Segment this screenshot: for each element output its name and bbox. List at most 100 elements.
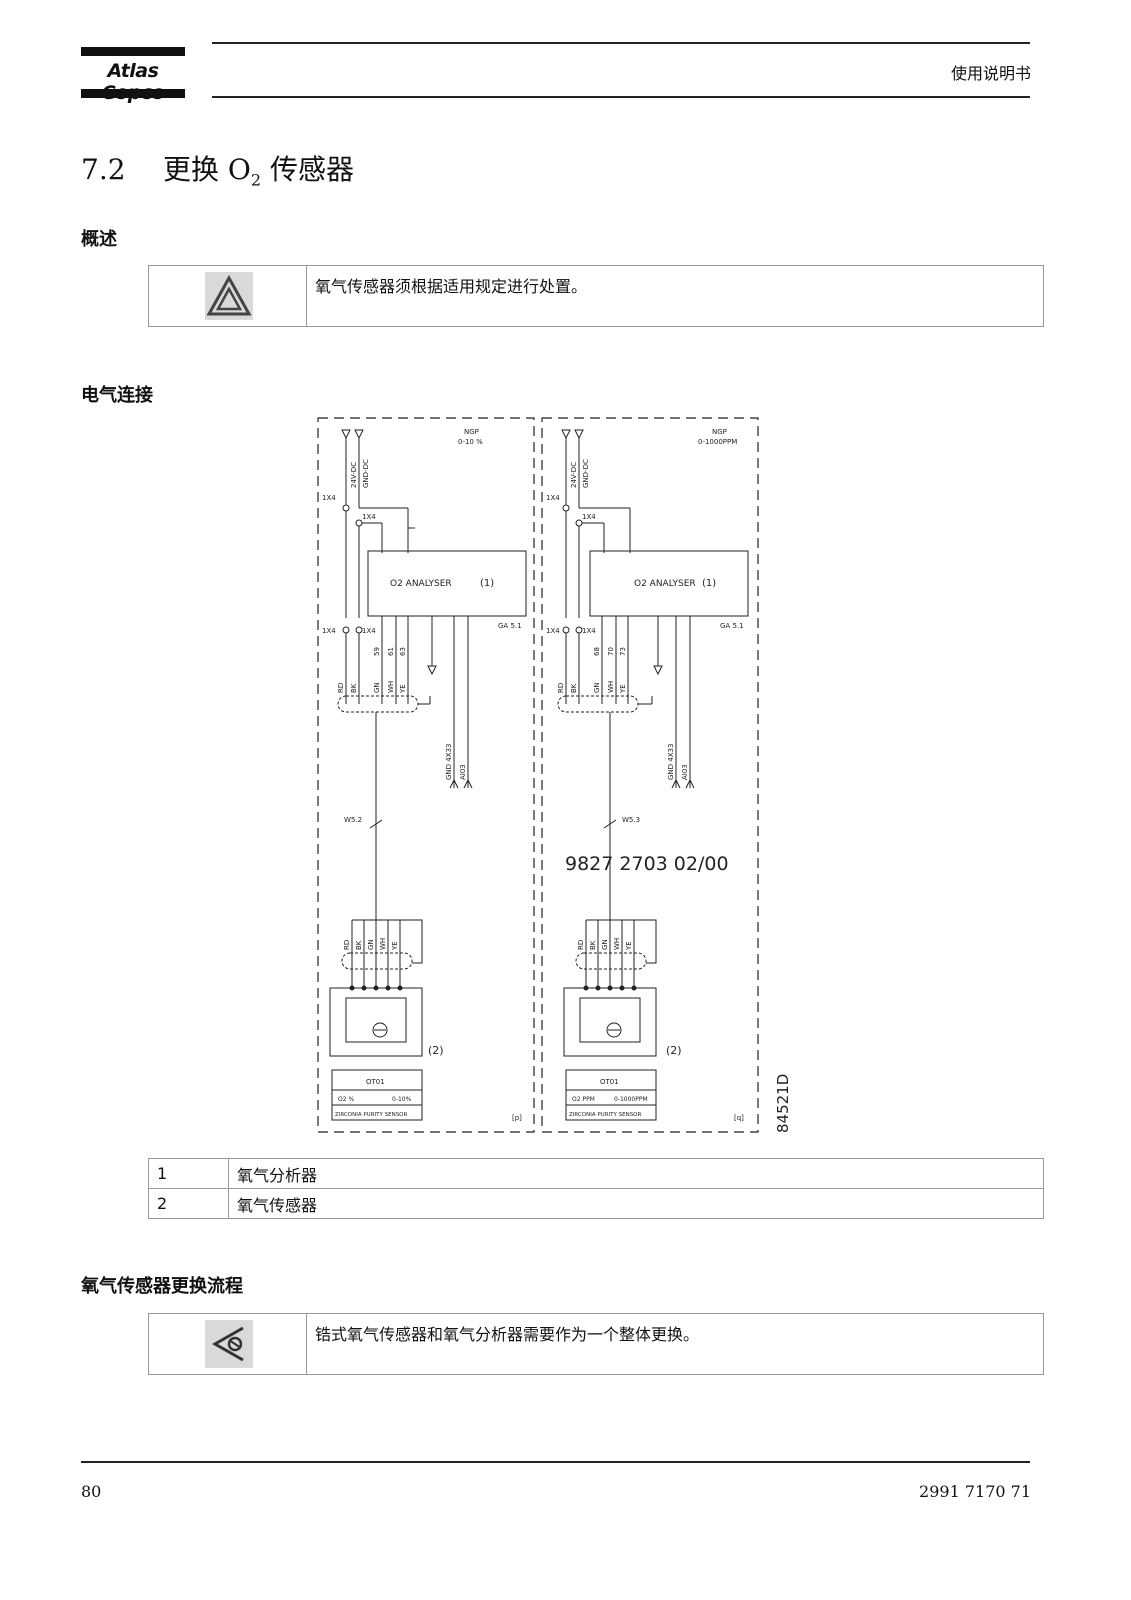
panel-left-labels: NGP 0-10 % 1X4 1X4 O2 ANALYSER (1) GA 5.… bbox=[322, 428, 522, 1122]
left-analyser: O2 ANALYSER bbox=[390, 579, 452, 589]
left-analyser-ref: (1) bbox=[480, 578, 494, 589]
left-range: 0-10 % bbox=[458, 438, 483, 446]
right-sensor-rd: RD bbox=[577, 940, 585, 950]
right-wire-wh: WH bbox=[607, 681, 615, 693]
part-number: 9827 2703 02/00 bbox=[565, 853, 729, 875]
right-sensor-ref: (2) bbox=[666, 1044, 682, 1057]
left-sensor-gn: GN bbox=[367, 939, 375, 950]
left-wire-bk: BK bbox=[350, 683, 358, 693]
right-sensor-bk: BK bbox=[589, 940, 597, 950]
legend-row: 2 氧气传感器 bbox=[148, 1188, 1044, 1219]
panel-left bbox=[329, 429, 527, 1121]
right-sensor-range-a: O2 PPM bbox=[572, 1096, 595, 1103]
left-wire-wh: WH bbox=[387, 681, 395, 693]
manual-label: 使用说明书 bbox=[950, 64, 1031, 83]
right-sensor-ye: YE bbox=[625, 941, 633, 951]
logo-bar-top bbox=[81, 47, 185, 56]
footer-rule bbox=[81, 1461, 1030, 1463]
section-title-prefix: 更换 O bbox=[163, 153, 251, 186]
left-sensor-range-a: O2 % bbox=[338, 1096, 354, 1103]
header-rule-top bbox=[212, 42, 1030, 44]
left-sensor-tag: OT01 bbox=[366, 1078, 385, 1086]
right-wire-bk: BK bbox=[570, 683, 578, 693]
page-number: 80 bbox=[81, 1482, 102, 1501]
section-number: 7.2 bbox=[81, 153, 126, 186]
right-terminal-top: 1X4 bbox=[546, 494, 560, 502]
left-wirenum-ye: 63 bbox=[399, 647, 407, 656]
header-rule-bottom bbox=[212, 96, 1030, 98]
eye-note-icon bbox=[205, 1320, 253, 1368]
panel-right bbox=[557, 429, 749, 1121]
right-cable: W5.3 bbox=[622, 816, 640, 824]
left-sensor-wh: WH bbox=[379, 938, 387, 950]
left-terminal-bottom-2: 1X4 bbox=[362, 627, 376, 635]
section-title-sub: 2 bbox=[250, 170, 262, 190]
section-title: 7.2 更换 O2 传感器 bbox=[81, 148, 354, 190]
procedure-notice: 锆式氧气传感器和氧气分析器需要作为一个整体更换。 bbox=[148, 1313, 1044, 1375]
right-ngp: NGP bbox=[712, 428, 727, 436]
right-wire-rd: RD bbox=[557, 683, 565, 693]
electrical-heading: 电气连接 bbox=[81, 385, 153, 406]
right-range: 0-1000PPM bbox=[698, 438, 737, 446]
legend-table: 1 氧气分析器 2 氧气传感器 bbox=[148, 1158, 1044, 1219]
left-sensor-rd: RD bbox=[343, 940, 351, 950]
right-wire-gn: GN bbox=[593, 682, 601, 693]
right-sensor-wh: WH bbox=[613, 938, 621, 950]
left-page-ref: [p] bbox=[512, 1114, 522, 1122]
right-wirenum-gn: 68 bbox=[593, 647, 601, 656]
right-sensor-gn: GN bbox=[601, 939, 609, 950]
panel-right-dots bbox=[583, 985, 637, 991]
wiring-diagram: NGP 0-10 % 1X4 1X4 O2 ANALYSER (1) GA 5.… bbox=[317, 417, 792, 1133]
doc-number: 2991 7170 71 bbox=[919, 1482, 1031, 1501]
panel-right-border bbox=[541, 417, 759, 1133]
left-ga: GA 5.1 bbox=[498, 622, 522, 630]
right-terminal-bottom: 1X4 bbox=[546, 627, 560, 635]
right-wire-ye: YE bbox=[619, 684, 627, 694]
right-wirenum-wh: 70 bbox=[607, 647, 615, 656]
legend-number: 2 bbox=[148, 1188, 229, 1219]
warning-notice: 氧气传感器须根据适用规定进行处置。 bbox=[148, 265, 1044, 327]
right-sensor-range-b: 0-1000PPM bbox=[614, 1096, 648, 1103]
left-wirenum-gn: 59 bbox=[373, 647, 381, 656]
right-signal-gnd: GND 4X33 bbox=[667, 744, 675, 780]
overview-heading: 概述 bbox=[81, 229, 117, 250]
section-title-suffix: 传感器 bbox=[261, 153, 354, 186]
procedure-note-text: 锆式氧气传感器和氧气分析器需要作为一个整体更换。 bbox=[315, 1325, 700, 1344]
procedure-heading: 氧气传感器更换流程 bbox=[81, 1276, 243, 1297]
right-sensor-name: ZIRCONIA PURITY SENSOR bbox=[569, 1112, 642, 1118]
legend-number: 1 bbox=[148, 1158, 229, 1189]
left-cable: W5.2 bbox=[344, 816, 362, 824]
left-sensor-ref: (2) bbox=[428, 1044, 444, 1057]
right-ga: GA 5.1 bbox=[720, 622, 744, 630]
left-signal-gnd: GND 4X33 bbox=[445, 744, 453, 780]
panel-left-dots bbox=[349, 985, 403, 991]
left-sensor-bk: BK bbox=[355, 940, 363, 950]
left-sensor-range-b: 0-10% bbox=[392, 1096, 412, 1103]
left-terminal-top: 1X4 bbox=[322, 494, 336, 502]
left-terminal-mid: 1X4 bbox=[362, 513, 376, 521]
left-wirenum-wh: 61 bbox=[387, 647, 395, 656]
left-supply-gnd: GND-DC bbox=[362, 459, 370, 488]
left-supply-24v: 24V-DC bbox=[350, 462, 358, 488]
legend-row: 1 氧气分析器 bbox=[148, 1158, 1044, 1189]
left-wire-gn: GN bbox=[373, 682, 381, 693]
warning-triangle-icon bbox=[205, 272, 253, 320]
drawing-id: 84521D bbox=[774, 1074, 792, 1133]
right-supply-24v: 24V-DC bbox=[570, 462, 578, 488]
panel-right-labels: NGP 0-1000PPM 1X4 1X4 O2 ANALYSER (1) GA… bbox=[546, 428, 792, 1133]
right-analyser-ref: (1) bbox=[702, 578, 716, 589]
right-supply-gnd: GND-DC bbox=[582, 459, 590, 488]
warning-icon-cell bbox=[149, 266, 307, 326]
logo-bar-bottom bbox=[81, 89, 185, 98]
left-sensor-name: ZIRCONIA PURITY SENSOR bbox=[335, 1112, 408, 1118]
legend-label: 氧气传感器 bbox=[228, 1188, 1044, 1219]
left-wire-ye: YE bbox=[399, 684, 407, 694]
right-page-ref: [q] bbox=[734, 1114, 744, 1122]
left-sensor-ye: YE bbox=[391, 941, 399, 951]
warning-text: 氧气传感器须根据适用规定进行处置。 bbox=[315, 277, 588, 296]
right-signal-ai: AI03 bbox=[681, 764, 689, 780]
legend-label: 氧气分析器 bbox=[228, 1158, 1044, 1189]
left-wire-rd: RD bbox=[337, 683, 345, 693]
right-terminal-mid: 1X4 bbox=[582, 513, 596, 521]
right-sensor-tag: OT01 bbox=[600, 1078, 619, 1086]
